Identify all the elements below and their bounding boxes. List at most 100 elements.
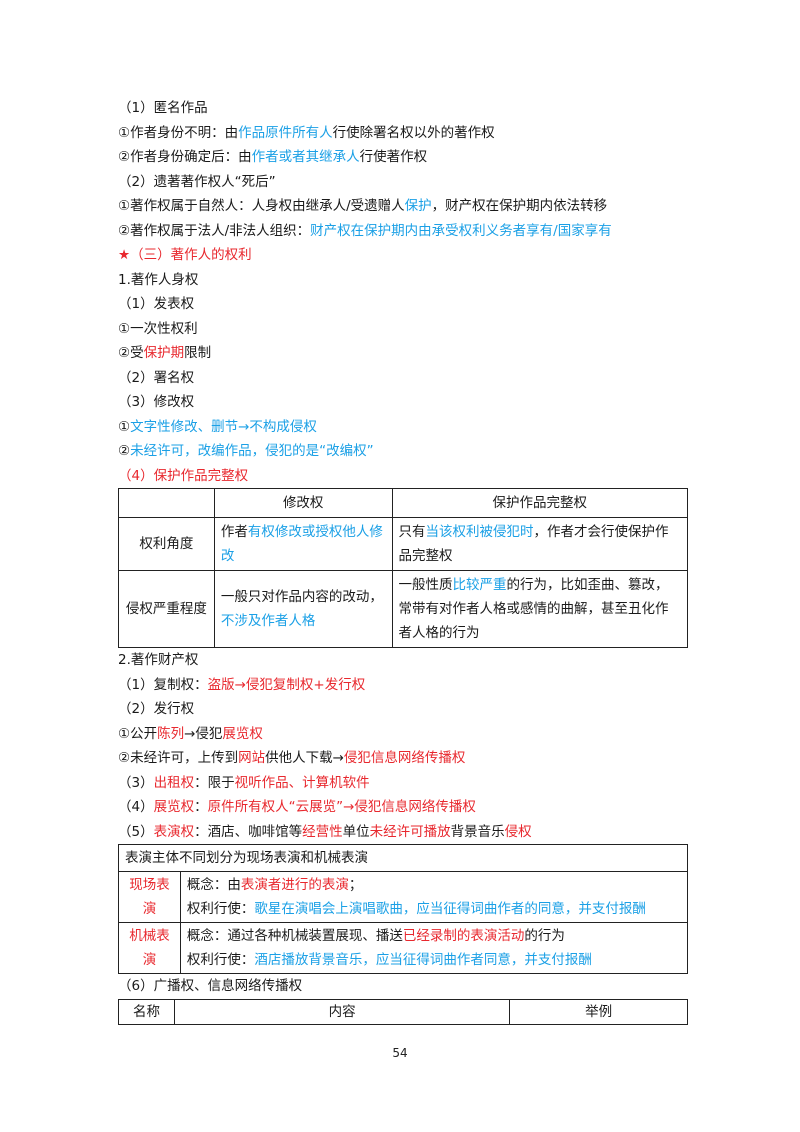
text-segment: 一般只对作品内容的改动，	[220, 589, 383, 605]
performance-table: 表演主体不同划分为现场表演和机械表演 现场表演 概念：由表演者进行的表演； 权利…	[118, 844, 689, 974]
text-segment: 已经录制的表演活动	[402, 928, 525, 944]
table1-row-label: 权利角度	[118, 517, 215, 571]
text-line: ①公开陈列→侵犯展览权	[118, 722, 688, 747]
text-line: ①文字性修改、删节→不构成侵权	[118, 415, 688, 440]
table2-exercise-line: 权利行使：酒店播放背景音乐，应当征得词曲作者同意，并支付报酬	[187, 948, 681, 972]
text-segment: 有权修改或授权他人修改	[220, 524, 383, 564]
text-segment: 网站	[238, 750, 266, 766]
text-segment: 文字性修改、删节→不构成侵权	[130, 418, 317, 435]
text-segment: （2）遗著著作权人“死后”	[118, 173, 276, 190]
text-line: ①著作权属于自然人：人身权由继承人/受遗赠人保护，财产权在保护期内依法转移	[118, 194, 688, 219]
text-segment: ：	[194, 799, 208, 815]
text-line: ②著作权属于法人/非法人组织：财产权在保护期内由承受权利义务者享有/国家享有	[118, 219, 688, 244]
text-segment: ②作者身份确定后：由	[118, 149, 252, 165]
text-segment: 概念：由	[186, 877, 241, 893]
text-line: ②作者身份确定后：由作者或者其继承人行使著作权	[118, 145, 688, 170]
text-segment: 出租权	[153, 774, 195, 791]
text-line: ②未经许可，上传到网站供他人下载→侵犯信息网络传播权	[118, 746, 688, 771]
table2-concept-line: 概念：由表演者进行的表演；	[187, 873, 681, 897]
text-segment: 2.著作财产权	[118, 652, 199, 668]
text-line: （3）修改权	[118, 390, 688, 415]
text-segment: 盗版→侵犯复制权+发行权	[207, 676, 366, 693]
text-line: （3）出租权：限于视听作品、计算机软件	[118, 771, 688, 796]
text-segment: 作品原件所有人	[238, 124, 333, 141]
text-segment: ★（三）著作人的权利	[118, 247, 252, 263]
text-block-authorship: （1）匿名作品 ①作者身份不明：由作品原件所有人行使除署名权以外的著作权 ②作者身份…	[118, 96, 688, 488]
text-segment: 展览权	[153, 799, 195, 815]
text-line: （2）发行权	[118, 697, 688, 722]
text-segment: 未经许可播放	[369, 823, 451, 840]
text-line: （2）遗著著作权人“死后”	[118, 170, 688, 195]
text-segment: 侵权	[504, 823, 532, 840]
text-segment: 歌星在演唱会上演唱歌曲，应当征得词曲作者的同意，并支付报酬	[254, 901, 646, 917]
text-segment: 行使著作权	[359, 149, 428, 165]
section-heading-broadcast: （6）广播权、信息网络传播权	[118, 974, 688, 999]
text-segment: （3）	[118, 774, 154, 791]
text-line: （5）表演权：酒店、咖啡馆等经营性单位未经许可播放背景音乐侵权	[118, 820, 688, 845]
table2-row-label: 机械表演	[118, 922, 181, 974]
text-segment: ，作者才会行使保护作品完整权	[398, 524, 669, 564]
text-segment: ①	[118, 418, 131, 435]
text-line: （1）匿名作品	[118, 96, 688, 121]
page-number: 54	[392, 1046, 408, 1060]
text-segment: （4）保护作品完整权	[118, 467, 249, 484]
text-line: ①一次性权利	[118, 317, 688, 342]
text-segment: 行使除署名权以外的著作权	[332, 124, 495, 141]
text-segment: 未经许可，改编作品，侵犯的是“改编权”	[130, 443, 374, 459]
text-segment: 酒店播放背景音乐，应当征得词曲作者同意，并支付报酬	[254, 952, 592, 968]
table1-cell: 作者有权修改或授权他人修改	[213, 517, 393, 571]
table1-cell: 一般性质比较严重的行为，比如歪曲、篡改，常带有对作者人格或感情的曲解，甚至丑化作…	[391, 570, 689, 648]
text-segment: 当该权利被侵犯时	[425, 524, 534, 540]
text-segment: 陈列	[157, 725, 185, 742]
text-segment: ：限于	[194, 774, 235, 791]
text-segment: 单位	[342, 823, 370, 840]
text-segment: ；	[348, 877, 363, 893]
text-segment: （2）署名权	[118, 369, 195, 386]
text-segment: 权利行使：	[186, 901, 255, 917]
table2-header: 表演主体不同划分为现场表演和机械表演	[118, 844, 688, 872]
table1-cell: 只有当该权利被侵犯时，作者才会行使保护作品完整权	[391, 517, 689, 571]
text-segment: （2）发行权	[118, 701, 195, 717]
text-segment: 展览权	[222, 725, 263, 742]
text-segment: 财产权在保护期内由承受权利义务者享有/国家享有	[310, 222, 612, 239]
table1-header-empty	[118, 488, 215, 518]
text-line: ②受保护期限制	[118, 341, 688, 366]
text-segment: 表演权	[153, 823, 195, 840]
text-block-property-rights: 2.著作财产权 （1）复制权：盗版→侵犯复制权+发行权 （2）发行权 ①公开陈列→侵犯…	[118, 648, 688, 844]
text-segment: （6）广播权、信息网络传播权	[118, 978, 303, 994]
text-segment: 背景音乐	[450, 823, 505, 840]
table3-header-example: 举例	[509, 998, 688, 1025]
text-segment: ②著作权属于法人/非法人组织：	[118, 222, 311, 239]
text-segment: 一般性质	[398, 577, 453, 593]
document-page: （1）匿名作品 ①作者身份不明：由作品原件所有人行使除署名权以外的著作权 ②作者身份…	[118, 96, 689, 1025]
text-segment: （5）	[118, 823, 154, 840]
table2-row-label: 现场表演	[118, 871, 181, 923]
text-line: （2）署名权	[118, 366, 688, 391]
text-segment: ①一次性权利	[118, 320, 198, 337]
text-segment: 保护期	[143, 345, 185, 361]
table1-header-integrity: 保护作品完整权	[391, 488, 689, 518]
text-segment: ：酒店、咖啡馆等	[194, 823, 303, 840]
text-segment: 的行为，比如歪曲、篡改，常带有对作者人格或感情的曲解，甚至丑化作者人格的行为	[398, 577, 669, 641]
text-segment: 表演者进行的表演	[240, 877, 349, 893]
text-segment: 的行为	[524, 928, 565, 944]
text-segment: （4）	[118, 799, 154, 815]
text-segment: ②	[118, 443, 131, 459]
text-segment: （3）修改权	[118, 394, 195, 410]
text-segment: （1）复制权：	[118, 676, 208, 693]
text-segment: 作者或者其继承人	[251, 149, 360, 165]
text-segment: 作者	[220, 524, 248, 540]
text-segment: 权利行使：	[186, 952, 255, 968]
table3-header-name: 名称	[118, 998, 175, 1025]
text-segment: →侵犯	[184, 725, 223, 742]
text-line: （1）发表权	[118, 292, 688, 317]
table2-concept-line: 概念：通过各种机械装置展现、播送已经录制的表演活动的行为	[187, 924, 681, 948]
text-segment: 限制	[184, 345, 212, 361]
text-segment: ②受	[118, 345, 144, 361]
text-segment: 概念：通过各种机械装置展现、播送	[186, 928, 403, 944]
text-segment: 侵犯信息网络传播权	[343, 750, 466, 766]
text-line: ②未经许可，改编作品，侵犯的是“改编权”	[118, 439, 688, 464]
text-line: 1.著作人身权	[118, 268, 688, 293]
table3-header-content: 内容	[173, 998, 511, 1025]
text-segment: ①作者身份不明：由	[118, 124, 239, 141]
